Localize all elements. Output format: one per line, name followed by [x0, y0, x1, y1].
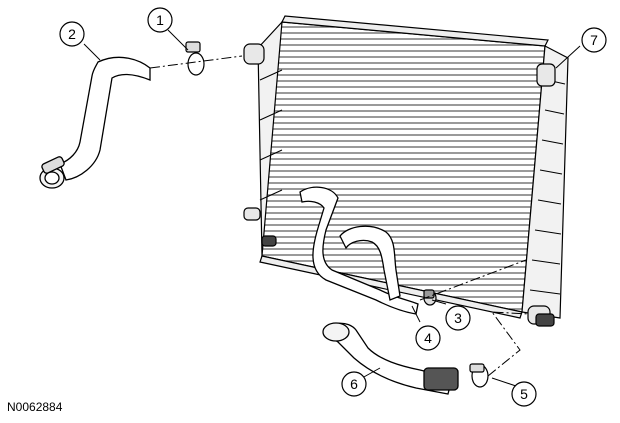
- alignment-line-upper: [149, 55, 243, 69]
- figure-id: N0062884: [7, 400, 63, 414]
- callout-5: 5: [511, 381, 537, 407]
- svg-text:1: 1: [156, 12, 164, 28]
- callout-3: 3: [445, 305, 471, 331]
- svg-text:7: 7: [590, 32, 598, 48]
- lower-left-fitting: [243, 207, 261, 221]
- svg-text:3: 3: [454, 310, 462, 326]
- radiator: [243, 15, 569, 327]
- clamp-upper: [185, 41, 205, 76]
- callout-2: 2: [59, 21, 85, 47]
- svg-text:5: 5: [520, 386, 528, 402]
- lower-hose-end: [322, 322, 350, 342]
- filler-neck: [536, 63, 556, 87]
- svg-text:4: 4: [424, 330, 432, 346]
- callout-7: 7: [581, 27, 607, 53]
- radiator-right-tank: [521, 45, 569, 319]
- callout-6: 6: [341, 371, 367, 397]
- lower-radiator-hose: [322, 322, 459, 395]
- clamp-lower: [469, 363, 489, 388]
- alignment-line-mid: [419, 259, 527, 301]
- alignment-line-lower: [487, 311, 529, 377]
- callout-1: 1: [147, 7, 173, 33]
- svg-text:2: 2: [68, 26, 76, 42]
- upper-hose-clamp-lower: [41, 156, 65, 174]
- upper-inlet-neck: [243, 43, 265, 65]
- clamp-3: [423, 289, 437, 306]
- svg-text:6: 6: [350, 376, 358, 392]
- callout-4: 4: [415, 325, 441, 351]
- upper-radiator-hose: [39, 56, 151, 189]
